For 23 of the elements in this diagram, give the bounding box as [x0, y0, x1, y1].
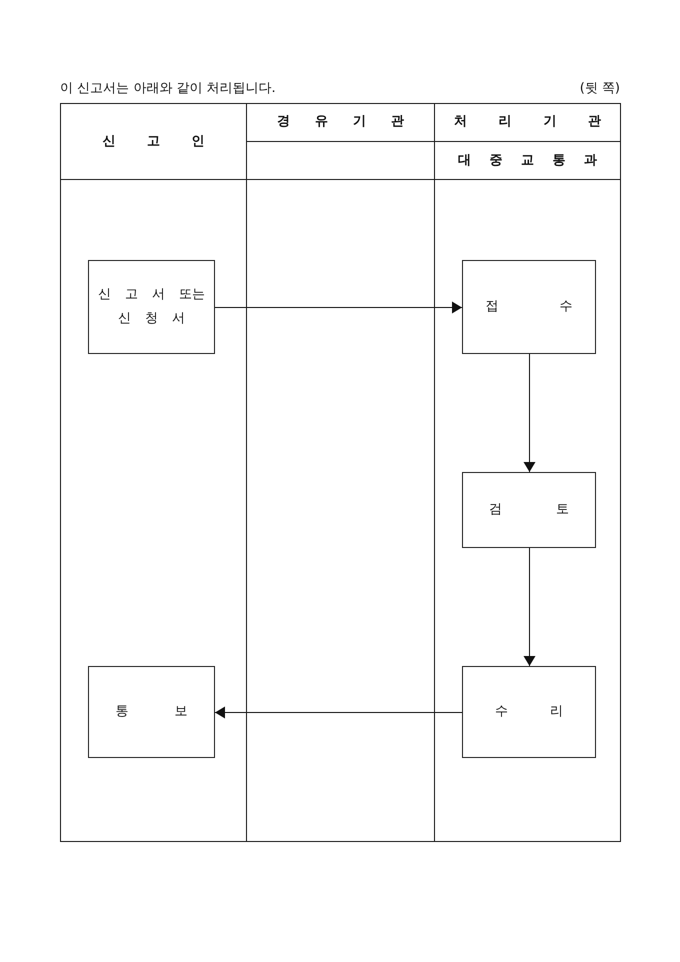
- process-box: [88, 260, 215, 354]
- process-box: [462, 260, 596, 354]
- arrow: [524, 354, 536, 472]
- swimlane-column: [60, 103, 247, 842]
- process-box: [462, 472, 596, 548]
- process-box: [88, 666, 215, 758]
- lane-heading: 신 고 인: [102, 134, 204, 150]
- box-label: 접 수: [486, 299, 572, 315]
- process-box: [462, 666, 596, 758]
- arrow: [214, 302, 462, 314]
- lane-subheading: 대 중 교 통 과: [458, 152, 597, 168]
- header-cell: [246, 103, 435, 142]
- swimlane-column: [434, 103, 621, 842]
- arrow: [214, 706, 462, 718]
- box-label: 검 토: [489, 502, 569, 518]
- arrow: [524, 548, 536, 666]
- box-label: 수 리: [495, 704, 563, 720]
- instruction-text: 이 신고서는 아래와 같이 처리됩니다.: [60, 81, 276, 97]
- box-label: 신 고 서 또는 신 청 서: [97, 286, 206, 328]
- page-side-note: (뒷 쪽): [580, 81, 620, 97]
- box-label: 통 보: [116, 704, 188, 720]
- lane-heading: 처 리 기 관: [454, 114, 601, 130]
- lane-heading: 경 유 기 관: [277, 114, 404, 130]
